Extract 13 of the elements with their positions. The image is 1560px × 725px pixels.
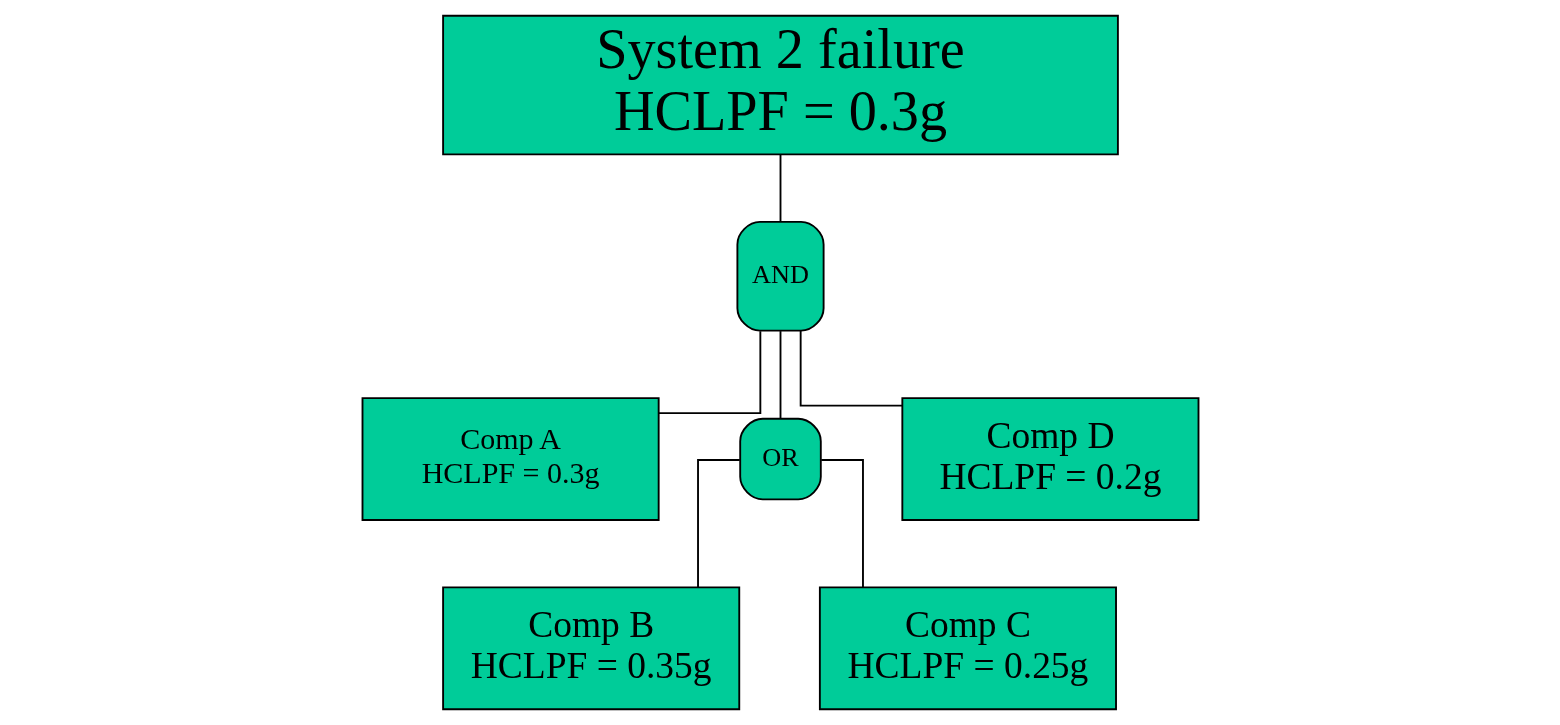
node-box: Comp A HCLPF = 0.3g <box>361 397 660 521</box>
node-box: Comp C HCLPF = 0.25g <box>818 586 1117 711</box>
connector <box>799 330 903 407</box>
node-box: Comp B HCLPF = 0.35g <box>441 586 740 711</box>
connector <box>696 459 741 589</box>
node-box: System 2 failure HCLPF = 0.3g <box>441 14 1119 156</box>
node-box: AND <box>735 221 825 332</box>
node-box: Comp D HCLPF = 0.2g <box>900 397 1199 521</box>
connector <box>657 330 761 415</box>
node-box: OR <box>738 417 822 501</box>
connector <box>779 153 781 223</box>
connector <box>779 330 781 420</box>
connector <box>819 459 864 589</box>
